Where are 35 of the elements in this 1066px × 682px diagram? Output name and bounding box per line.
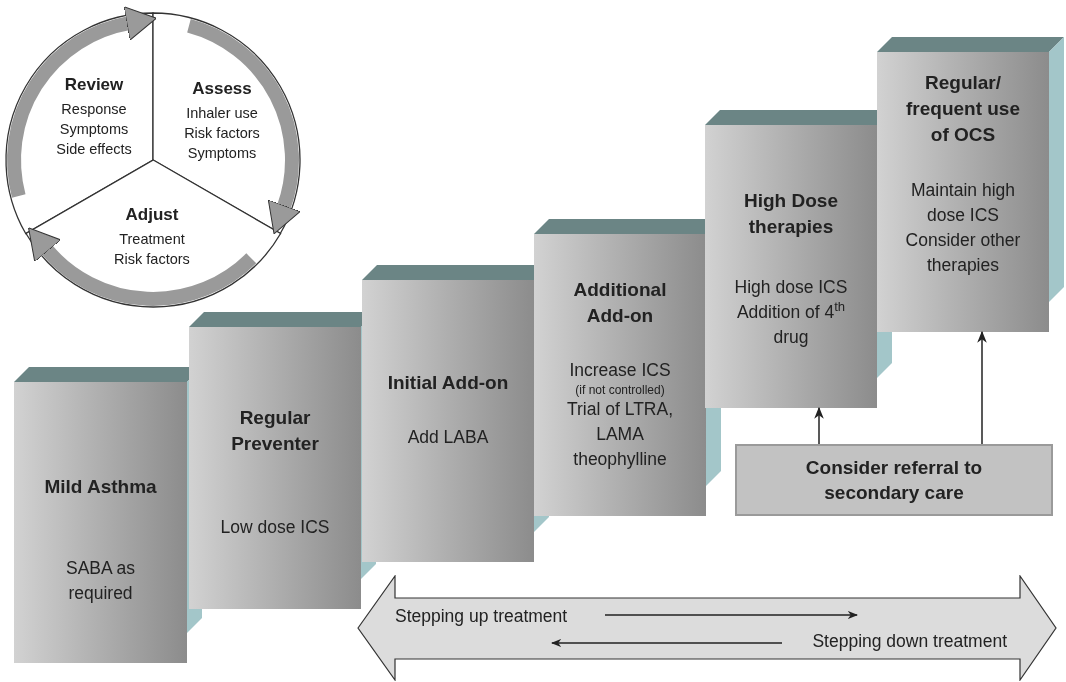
cycle-arrow bbox=[7, 6, 157, 198]
step-text: Add LABA bbox=[407, 426, 489, 449]
step-heading: Mild Asthma bbox=[43, 475, 158, 499]
step-block bbox=[534, 234, 706, 516]
arrow bbox=[814, 406, 824, 445]
step-block bbox=[705, 125, 877, 408]
stage-text: Inhaler use Risk factors Symptoms bbox=[183, 104, 261, 164]
cycle-arrow bbox=[26, 228, 256, 306]
stage-text: Response Symptoms Side effects bbox=[55, 100, 133, 160]
step-text: High dose ICS Addition of 4$^{th}$ drug bbox=[733, 276, 849, 349]
referral-box bbox=[735, 444, 1053, 516]
step-block bbox=[189, 327, 361, 609]
step-text: SABA as required bbox=[64, 557, 137, 605]
stage-text: Treatment Risk factors bbox=[113, 230, 191, 270]
step-heading: Additional Add-on bbox=[572, 278, 668, 328]
band-text: Stepping down treatment bbox=[812, 631, 1007, 651]
step-heading: High Dose therapies bbox=[743, 189, 839, 239]
step-heading: Regular Preventer bbox=[230, 406, 320, 456]
step-text: Increase ICS bbox=[569, 359, 671, 382]
referral-text: Consider referral to secondary care bbox=[804, 456, 984, 505]
stage-heading: Adjust bbox=[125, 204, 179, 226]
band-text: Stepping up treatment bbox=[395, 606, 568, 626]
cycle-arrow bbox=[186, 19, 301, 235]
step-text: Maintain high dose ICS Consider other therapies bbox=[904, 179, 1022, 277]
step-block bbox=[14, 382, 187, 663]
step-heading: Regular/ frequent use of OCS bbox=[905, 71, 1021, 147]
stage-heading: Assess bbox=[192, 78, 252, 100]
step-text: Low dose ICS bbox=[220, 516, 330, 539]
step-block bbox=[362, 280, 534, 562]
step-text: Trial of LTRA, LAMA theophylline bbox=[566, 398, 674, 471]
step-block bbox=[877, 52, 1049, 332]
stage-heading: Review bbox=[64, 74, 124, 96]
step-note: (if not controlled) bbox=[575, 383, 665, 397]
arrow bbox=[977, 330, 987, 445]
step-heading: Initial Add-on bbox=[386, 371, 510, 395]
